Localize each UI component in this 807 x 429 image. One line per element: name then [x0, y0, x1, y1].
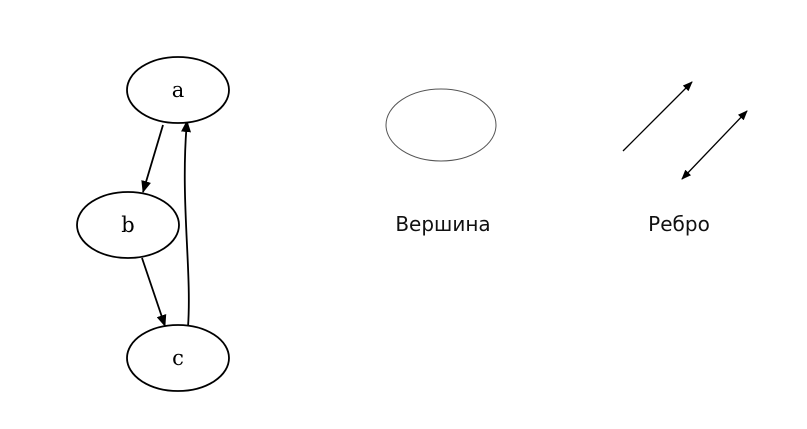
graph-node-c: c — [126, 324, 230, 392]
legend-edge-label: Ребро — [648, 212, 710, 236]
legend-edge-arrow — [622, 81, 693, 152]
node-a-label: a — [172, 78, 185, 102]
graph-edges — [141, 120, 192, 328]
node-b-label: b — [121, 213, 134, 237]
node-c-label: c — [172, 346, 184, 370]
legend-vertex: Вершина — [385, 88, 497, 236]
edge-a-to-b — [141, 124, 164, 193]
legend-vertex-ellipse — [385, 88, 497, 162]
legend-edge-double-arrow — [681, 110, 748, 180]
edge-c-to-a — [181, 120, 192, 328]
graph-node-b: b — [76, 191, 180, 259]
node-b-ellipse — [76, 191, 180, 259]
edge-b-to-c — [141, 257, 167, 327]
graph-node-a: a — [126, 56, 230, 124]
node-c-ellipse — [126, 324, 230, 392]
legend-edge: Ребро — [622, 81, 748, 236]
node-a-ellipse — [126, 56, 230, 124]
legend-vertex-label: Вершина — [395, 212, 490, 236]
